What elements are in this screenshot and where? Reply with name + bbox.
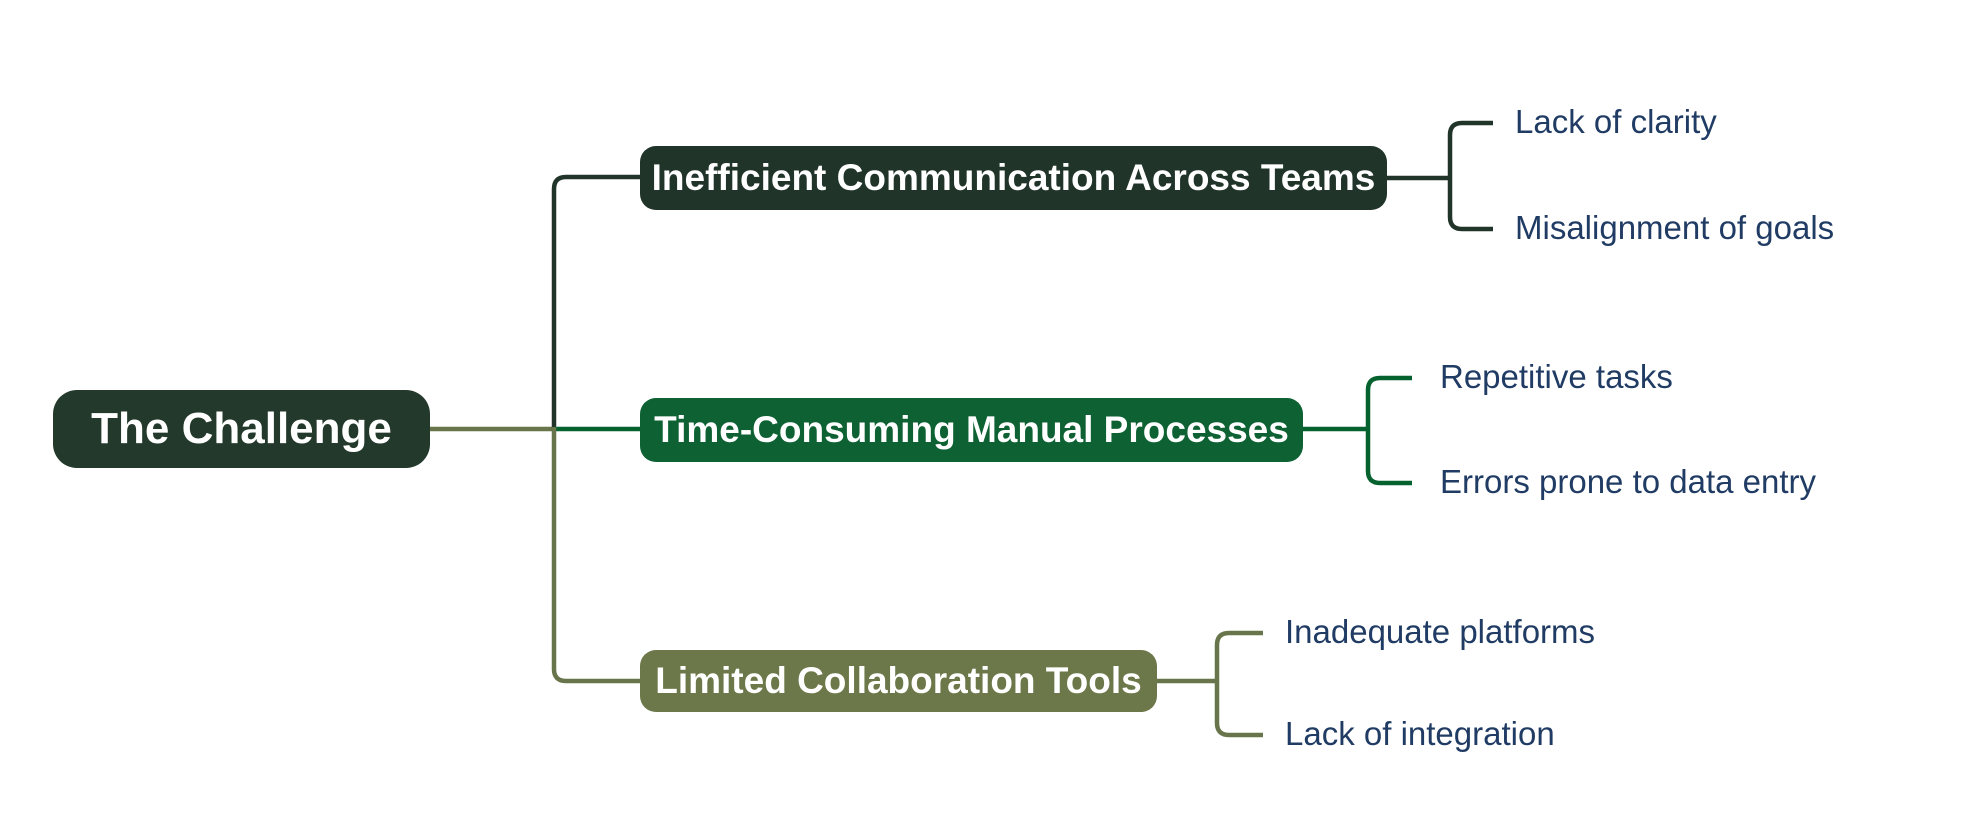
- branch-node-inefficient-communication[interactable]: Inefficient Communication Across Teams: [640, 146, 1387, 210]
- root-node-the-challenge[interactable]: The Challenge: [53, 390, 430, 468]
- connector-branch3-bracket: [1157, 630, 1263, 738]
- connector-trunk-lower: [551, 427, 640, 684]
- connector-branch2-bracket: [1303, 375, 1412, 486]
- leaf-label-repetitive-tasks[interactable]: Repetitive tasks: [1440, 358, 1673, 396]
- branch-node-time-consuming-processes[interactable]: Time-Consuming Manual Processes: [640, 398, 1303, 462]
- leaf-label-inadequate-platforms[interactable]: Inadequate platforms: [1285, 613, 1596, 651]
- connector-branch1-bracket: [1387, 120, 1493, 232]
- leaf-label-lack-of-integration[interactable]: Lack of integration: [1285, 715, 1555, 753]
- connector-trunk-upper: [551, 174, 640, 431]
- branch-node-limited-collaboration-tools[interactable]: Limited Collaboration Tools: [640, 650, 1157, 712]
- leaf-label-errors-prone-to-data-entry[interactable]: Errors prone to data entry: [1440, 463, 1817, 501]
- leaf-label-lack-of-clarity[interactable]: Lack of clarity: [1515, 103, 1717, 141]
- leaf-label-misalignment-of-goals[interactable]: Misalignment of goals: [1515, 209, 1835, 247]
